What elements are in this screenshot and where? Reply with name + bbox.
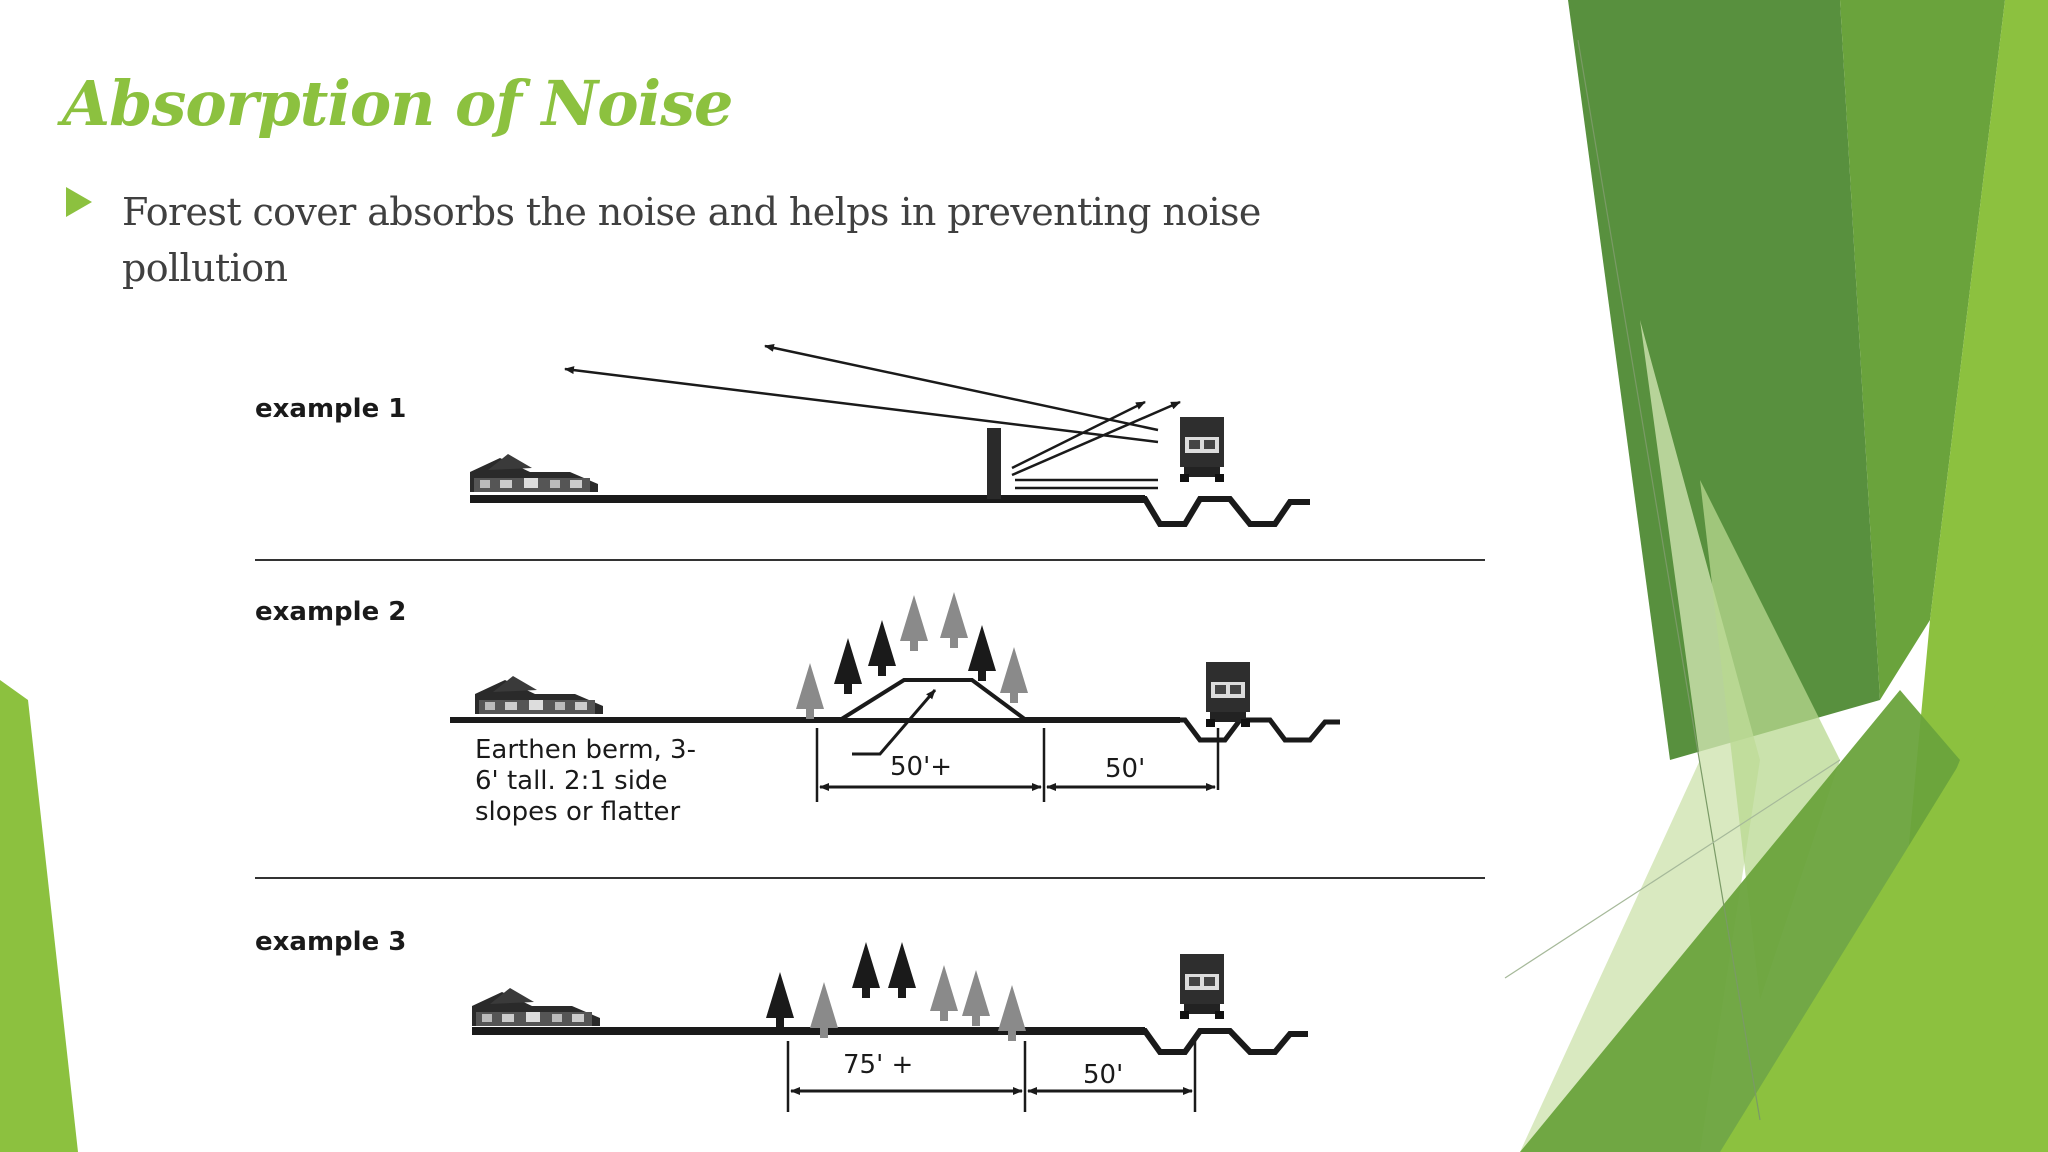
tree-icon — [962, 970, 990, 1026]
decor-line-2 — [1504, 759, 1841, 979]
truck-icon — [1180, 954, 1224, 1019]
decor-shape-bottom-mid — [1520, 690, 1960, 1152]
tree-icon — [868, 620, 896, 676]
earthen-berm — [833, 678, 1033, 722]
noise-barrier-diagram: example 1 example 2 Earthen berm, 3- 6' … — [255, 343, 1485, 1112]
bullet-item: Forest cover absorbs the noise and helps… — [66, 184, 1366, 296]
dimension-label-buffer-3: 75' + — [843, 1050, 913, 1080]
roadbed-profile-2 — [1170, 717, 1340, 743]
dimension-label-road-3: 50' — [1083, 1060, 1123, 1090]
example-3-label: example 3 — [255, 927, 406, 957]
decor-line-1 — [1577, 39, 1761, 1121]
tree-icon — [940, 592, 968, 648]
house-icon — [472, 988, 600, 1026]
tree-icon — [968, 625, 996, 681]
berm-note-line-2: 6' tall. 2:1 side — [475, 766, 667, 796]
bullet-triangle-icon — [66, 187, 92, 217]
tree-icon — [834, 638, 862, 694]
decor-shape-mid — [1840, 0, 2005, 700]
tree-icon — [1000, 647, 1028, 703]
house-icon — [470, 454, 598, 492]
truck-icon — [1206, 662, 1250, 727]
decor-shape-dark-top — [1568, 0, 1880, 760]
tree-icon — [888, 942, 916, 998]
truck-icon — [1180, 417, 1224, 482]
arrow-icon — [764, 343, 1159, 432]
house-icon — [475, 676, 603, 714]
arrow-icon — [1011, 400, 1181, 477]
tree-icon — [766, 972, 794, 1028]
decor-shape-bottom-right — [1720, 620, 2048, 1152]
example-1-label: example 1 — [255, 394, 406, 424]
tree-icon — [900, 595, 928, 651]
berm-note-line-1: Earthen berm, 3- — [475, 735, 696, 765]
bullet-text: Forest cover absorbs the noise and helps… — [122, 190, 1261, 290]
arrow-icon — [564, 366, 1159, 444]
berm-callout-arrow — [852, 689, 937, 756]
slide-title: Absorption of Noise — [62, 67, 733, 140]
decor-shape-pale-2 — [1700, 480, 1840, 1000]
arrow-icon — [1011, 400, 1146, 470]
tree-icon — [852, 942, 880, 998]
tree-icon — [796, 663, 824, 719]
berm-note-line-3: slopes or flatter — [475, 797, 681, 827]
example-2-label: example 2 — [255, 597, 406, 627]
decor-shape-left — [0, 680, 78, 1152]
roadbed-profile-3 — [1135, 1028, 1308, 1055]
dimension-label-road-2: 50' — [1105, 754, 1145, 784]
tree-icon — [930, 965, 958, 1021]
dimension-label-buffer-2: 50'+ — [890, 752, 952, 782]
wall-icon — [987, 428, 1001, 499]
roadbed-profile-1 — [1130, 496, 1310, 527]
